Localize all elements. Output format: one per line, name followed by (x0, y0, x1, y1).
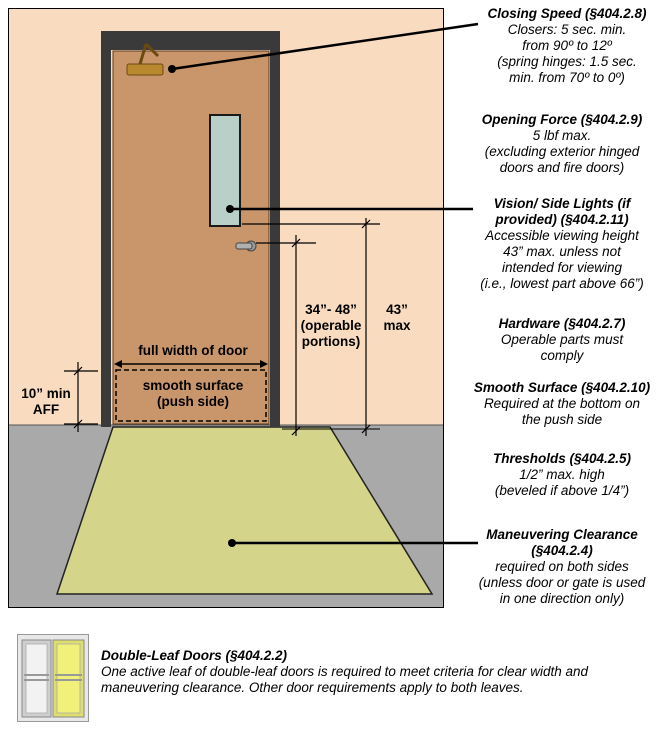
vision-light-glass (209, 114, 241, 227)
label-smooth-surface: smooth surface (push side) (142, 378, 244, 409)
smooth-surface-zone (115, 369, 267, 422)
maneuvering-clearance-mat (55, 426, 434, 595)
legend-left-leaf-panel (25, 643, 48, 714)
callout-vision-lights-body: Accessible viewing height 43” max. unles… (480, 228, 644, 291)
callout-maneuvering-title: Maneuvering Clearance (§404.2.4) (486, 527, 638, 558)
callout-thresholds-body: 1/2” max. high (beveled if above 1/4”) (494, 467, 630, 498)
callout-opening-force-title: Opening Force (§404.2.9) (481, 112, 643, 127)
callout-hardware: Hardware (§404.2.7) Operable parts must … (462, 316, 662, 364)
label-operable: 34”- 48” (operable portions) (300, 302, 362, 349)
callout-smooth-surface-body: Required at the bottom on the push side (483, 396, 641, 427)
callout-vision-lights: Vision/ Side Lights (if provided) (§404.… (462, 196, 662, 292)
lever-handle (235, 240, 257, 252)
callout-closing-speed: Closing Speed (§404.2.8) Closers: 5 sec.… (472, 6, 662, 86)
callout-maneuvering: Maneuvering Clearance (§404.2.4) require… (460, 527, 664, 607)
callout-vision-lights-title: Vision/ Side Lights (if provided) (§404.… (493, 196, 631, 227)
double-leaf-door-icon (17, 634, 89, 722)
leader-lines (168, 22, 479, 547)
door-leaf (112, 50, 270, 425)
maneuvering-dot (228, 539, 236, 547)
callout-closing-speed-body: Closers: 5 sec. min. from 90º to 12º (sp… (497, 22, 637, 85)
callout-thresholds-title: Thresholds (§404.2.5) (492, 451, 632, 466)
label-ten-min: 10” min AFF (21, 386, 71, 417)
legend-title: Double-Leaf Doors (§404.2.2) (101, 648, 288, 663)
legend-right-leaf-panel (56, 643, 81, 714)
label-full-width: full width of door (138, 343, 248, 358)
legend-double-leaf: Double-Leaf Doors (§404.2.2) One active … (101, 648, 661, 696)
diagram-border (8, 8, 444, 608)
vision-light-dot (226, 205, 234, 213)
callout-opening-force-body: 5 lbf max. (excluding exterior hinged do… (484, 128, 640, 175)
door-closer (126, 42, 164, 76)
legend-body: One active leaf of double-leaf doors is … (101, 664, 589, 695)
label-43-max: 43” max (383, 302, 411, 333)
callout-thresholds: Thresholds (§404.2.5) 1/2” max. high (be… (462, 451, 662, 499)
callout-smooth-surface-title: Smooth Surface (§404.2.10) (473, 380, 651, 395)
callout-closing-speed-title: Closing Speed (§404.2.8) (487, 6, 647, 21)
full-width-arrow (114, 360, 268, 368)
callout-smooth-surface: Smooth Surface (§404.2.10) Required at t… (460, 380, 664, 428)
closing-speed-leader (171, 22, 479, 71)
callout-hardware-title: Hardware (§404.2.7) (498, 316, 626, 331)
closing-speed-dot (168, 65, 176, 73)
max43-dimension (242, 218, 380, 436)
callout-hardware-body: Operable parts must comply (500, 332, 624, 363)
callout-maneuvering-body: required on both sides (unless door or g… (478, 559, 646, 606)
callout-opening-force: Opening Force (§404.2.9) 5 lbf max. (exc… (462, 112, 662, 176)
operable-dimension (256, 235, 316, 436)
ten-inch-dimension (64, 362, 98, 432)
